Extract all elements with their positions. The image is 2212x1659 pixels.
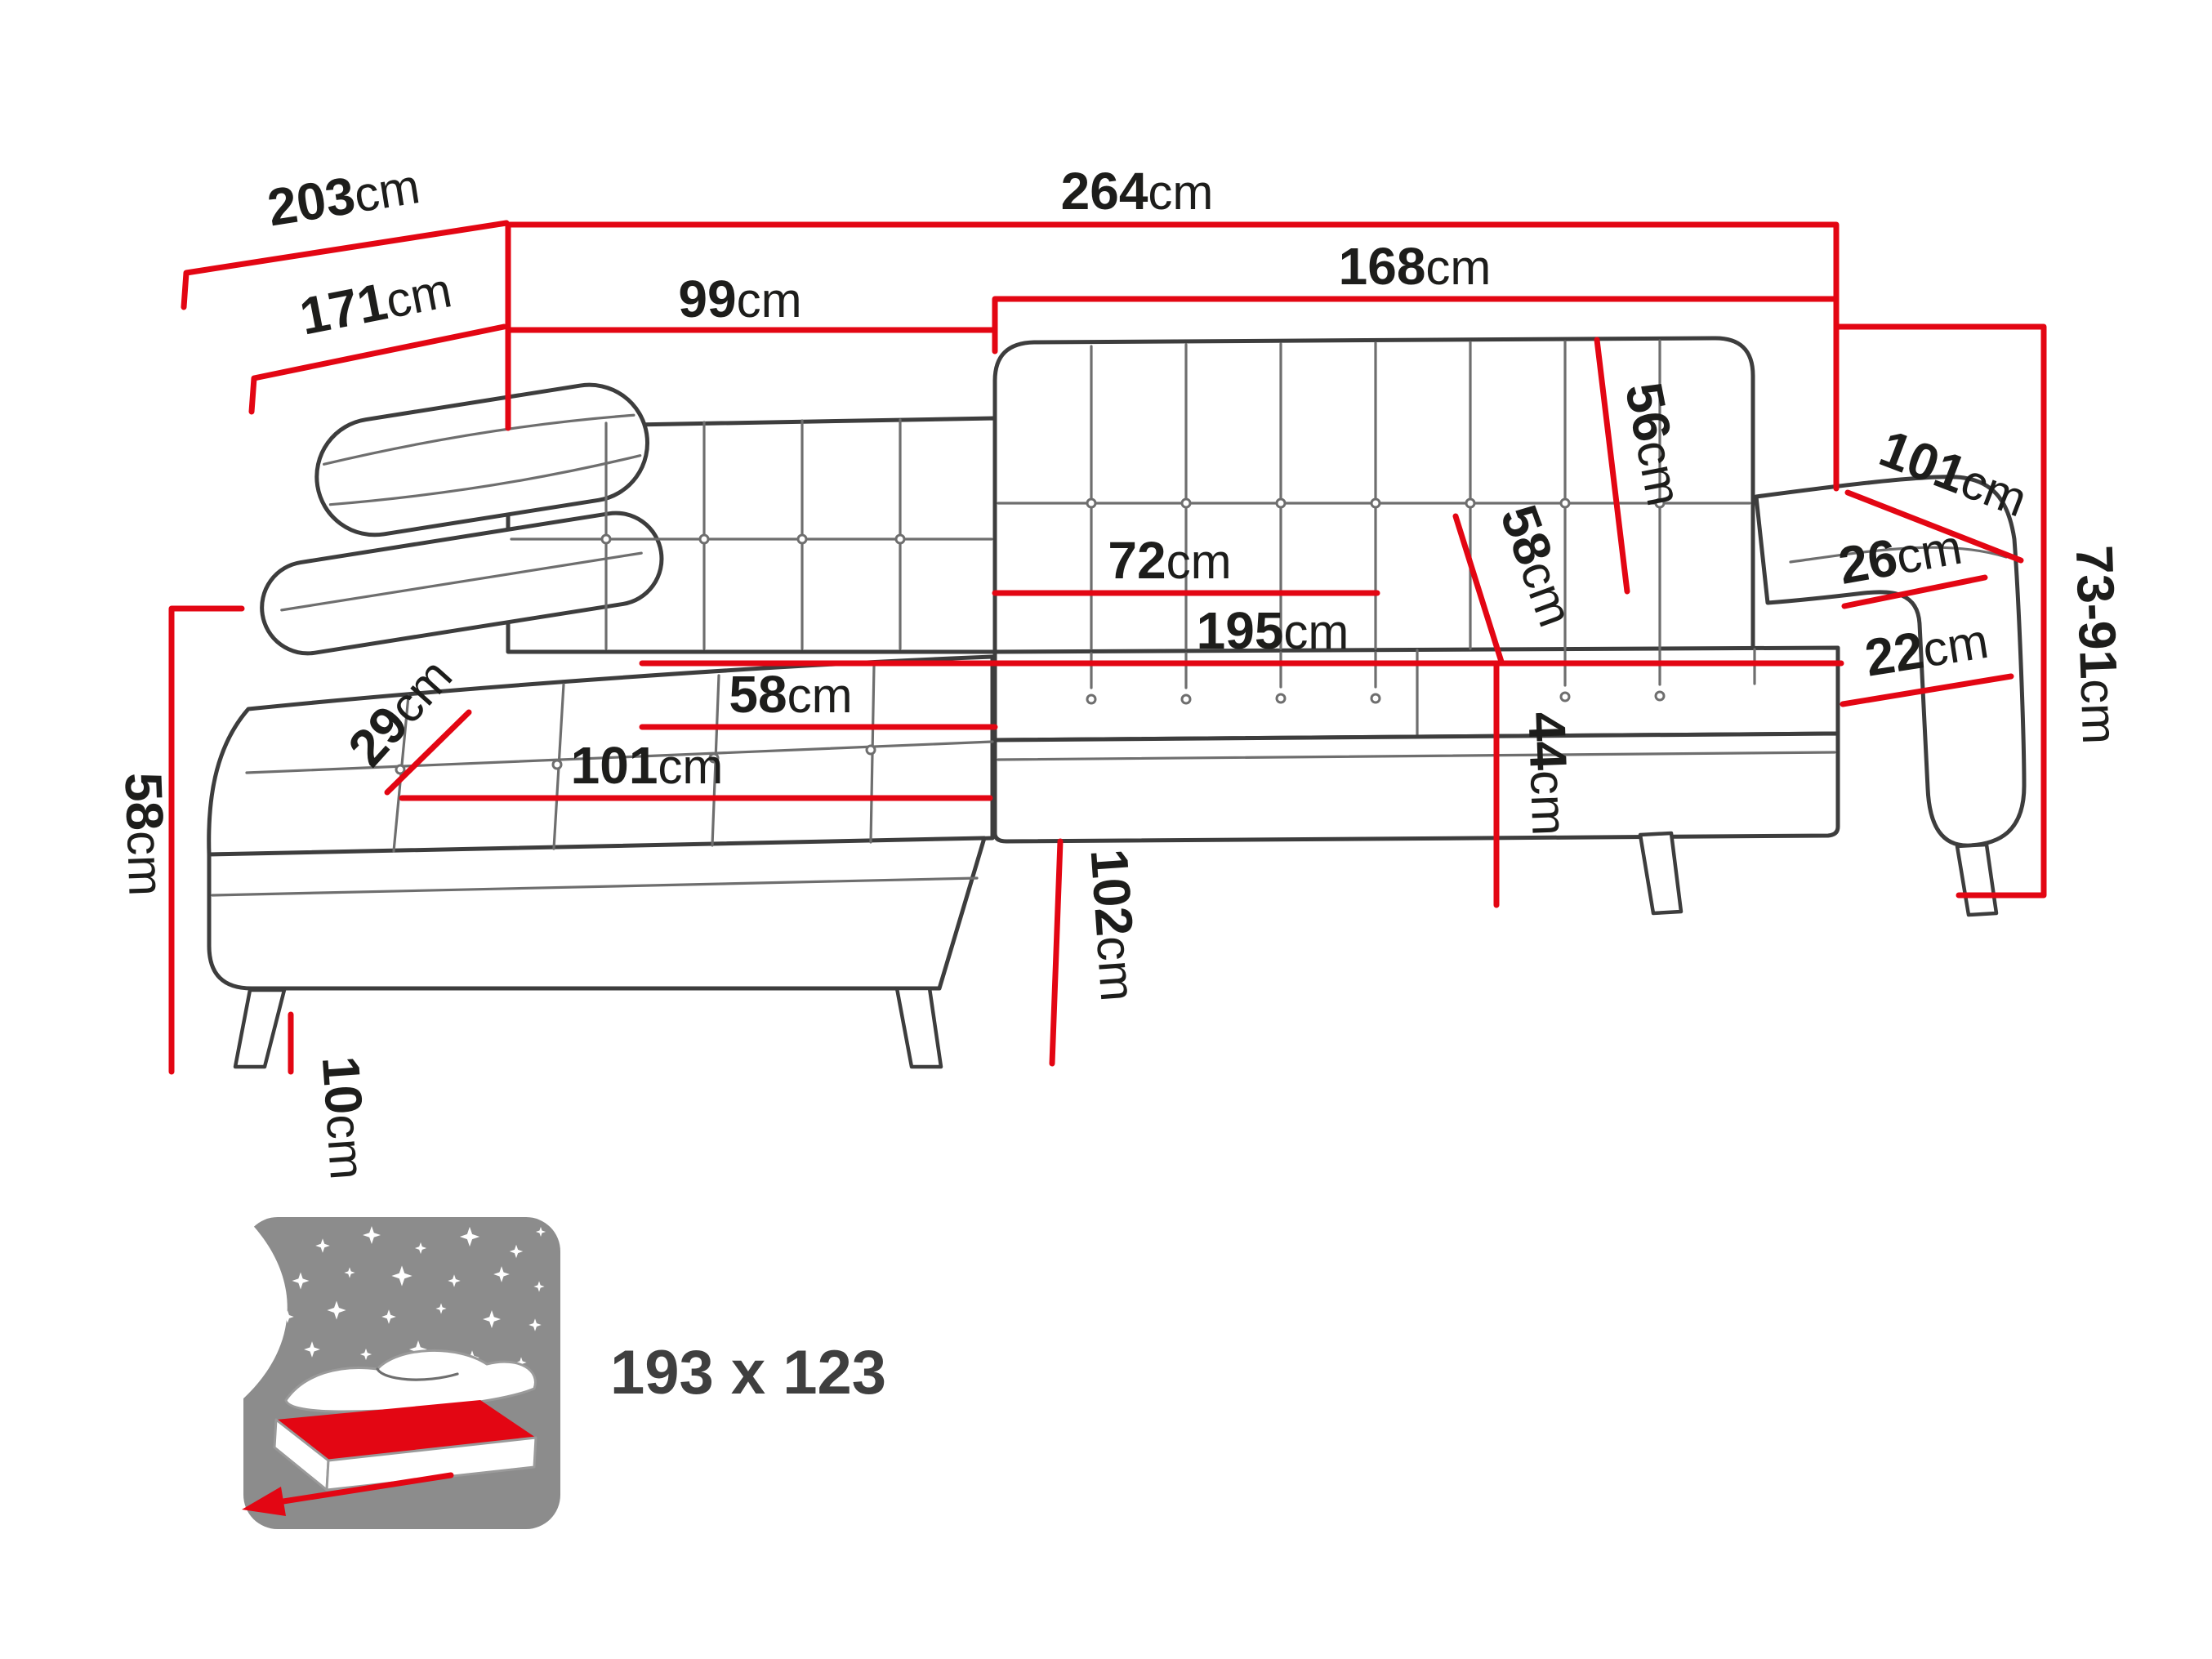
sofa-tufting-back-right — [997, 339, 1751, 650]
dim-leg-height-label: 10cm — [311, 1055, 378, 1182]
dim-seat-height-front-label: 44cm — [1517, 711, 1580, 836]
dim-side-height-line — [168, 605, 245, 1075]
dim-total-width-label: 264cm — [1061, 162, 1214, 221]
sofa-headrest-pillow — [314, 382, 650, 537]
sofa-tufting-seat-right — [1090, 648, 1756, 689]
dim-back-width-left: 99cm — [507, 270, 998, 333]
sofa-leg-armrest-right — [1955, 842, 1999, 917]
dim-back-width-left-label: 99cm — [678, 270, 801, 328]
dim-chaise-front-height: 102cm — [1049, 838, 1149, 1067]
dim-backrest-height: 56cm — [1594, 337, 1696, 595]
sofa-illustration — [207, 336, 2027, 1069]
dim-total-width: 264cm — [505, 162, 1840, 492]
dim-armrest-right-top-width-line — [1841, 574, 1988, 609]
sofa-armrest-left — [260, 511, 664, 656]
dim-armrest-right-width-label: 22cm — [1861, 610, 1992, 688]
dim-inner-depth: 171cm — [248, 259, 507, 415]
dim-armrest-right-top-width-label: 26cm — [1834, 516, 1965, 595]
sofa-tufting-dimples — [395, 497, 1666, 775]
dim-total-width-line — [505, 221, 1840, 492]
sofa-leg-mid-right — [1638, 831, 1684, 916]
night-panel-wave — [242, 1215, 288, 1400]
dim-chaise-seat-depth-label: 58cm — [729, 665, 852, 724]
dim-chaise-front-height-label: 102cm — [1080, 847, 1149, 1003]
dim-seat-cushion-width-label: 72cm — [1108, 531, 1231, 590]
dim-side-height-label: 58cm — [114, 771, 176, 897]
dim-seat-cushion-width: 72cm — [992, 531, 1380, 596]
sleeping-function-icon — [242, 1215, 560, 1529]
fold-out-arrow-icon — [242, 1472, 454, 1516]
dim-backrest-height-line — [1594, 337, 1630, 595]
sofa-leg-chaise-right — [894, 986, 943, 1069]
dim-chaise-seat-depth: 58cm — [639, 665, 998, 730]
dim-seat-length: 195cm — [639, 601, 1844, 667]
dim-height-range: 73-91cm — [1833, 323, 2130, 899]
dim-back-width-right-line — [992, 296, 1840, 355]
dim-armrest-left-width-line — [384, 709, 472, 796]
dim-backrest-height-label: 56cm — [1614, 378, 1696, 511]
dim-total-depth: 203cm — [181, 155, 510, 310]
sofa-leg-front-left — [233, 988, 287, 1069]
dim-total-depth-line — [181, 220, 510, 310]
dim-armrest-right-width: 22cm — [1840, 610, 2014, 707]
dim-side-height: 58cm — [114, 605, 245, 1075]
dim-chaise-seat-length: 101cm — [399, 736, 993, 801]
dim-seat-height-front: 44cm — [1493, 660, 1580, 908]
bed-duvet-seam — [376, 1367, 459, 1381]
dim-seat-length-label: 195cm — [1197, 601, 1349, 660]
dim-height-range-label: 73-91cm — [2065, 544, 2130, 745]
dim-inner-depth-label: 171cm — [295, 259, 456, 346]
dim-leg-height: 10cm — [288, 1011, 378, 1182]
sofa-front-right — [992, 731, 1840, 844]
dim-total-depth-label: 203cm — [264, 155, 424, 237]
bed-mattress-top — [276, 1400, 536, 1461]
sleeping-size-label: 193 x 123 — [610, 1338, 886, 1407]
sofa-back-right — [992, 336, 1755, 654]
sofa-front-right-crease — [997, 751, 1836, 761]
dim-armrest-right-length-line — [1844, 489, 2024, 564]
dim-chaise-seat-length-label: 101cm — [571, 736, 724, 795]
bed-duvet — [284, 1349, 537, 1413]
dim-back-cushion-height-line — [1452, 513, 1505, 665]
dim-armrest-right-top-width: 26cm — [1834, 516, 1988, 609]
sofa-chaise-front — [207, 836, 987, 991]
dim-chaise-front-height-line — [1049, 838, 1064, 1067]
dim-armrest-right-width-line — [1840, 673, 2014, 707]
sofa-armrest-right-seam — [1789, 546, 2008, 564]
dim-back-width-right: 168cm — [992, 237, 1840, 355]
dim-height-range-line — [1833, 323, 2047, 899]
dim-back-width-right-label: 168cm — [1339, 237, 1492, 296]
bed-side-front — [325, 1436, 537, 1492]
sofa-chaise-front-crease — [211, 876, 979, 897]
dim-inner-depth-line — [248, 323, 507, 415]
